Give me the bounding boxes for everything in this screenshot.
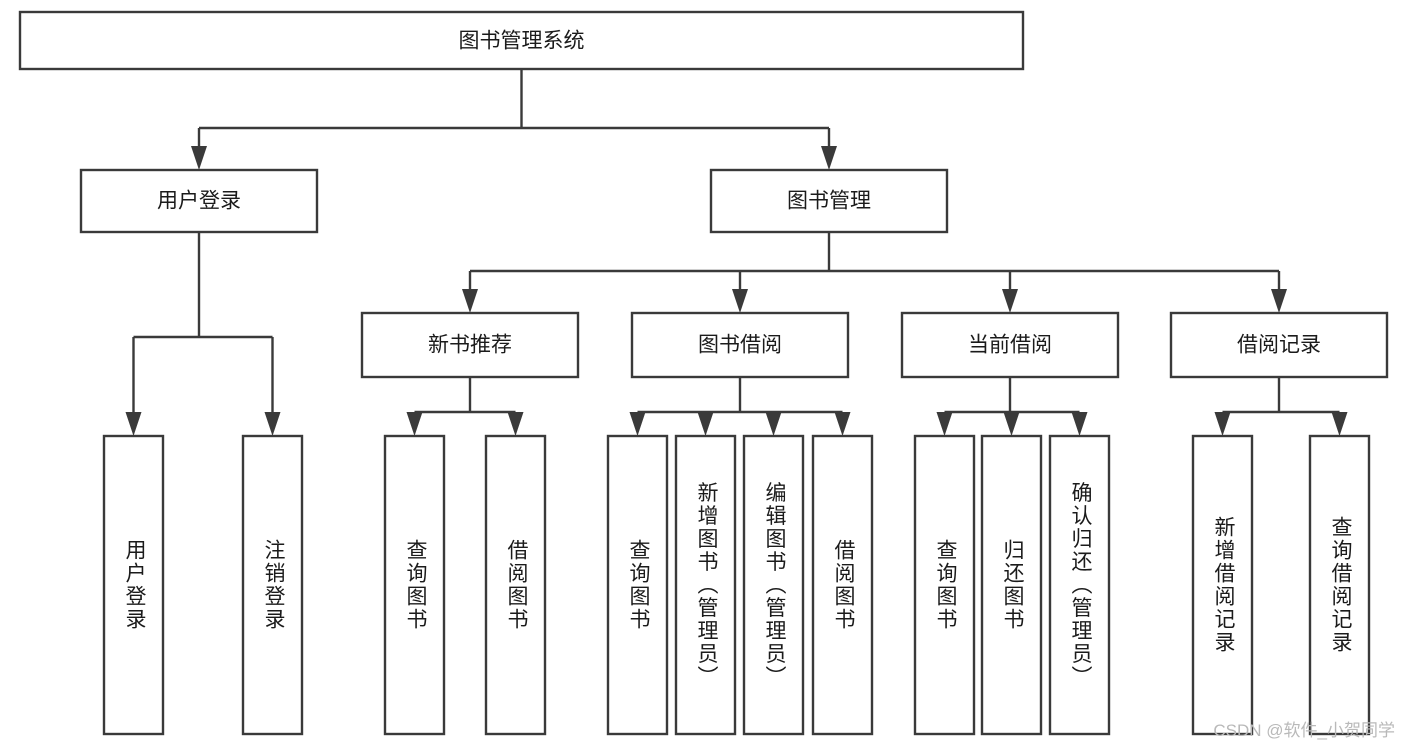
leaf-label: 查询借阅记录	[1329, 516, 1353, 654]
leaf-box[interactable]	[980, 434, 1043, 736]
node-book-borrow[interactable]: 图书借阅	[630, 311, 850, 379]
arrow-head-icon	[191, 146, 207, 170]
leaf-label: 借阅图书	[832, 539, 856, 631]
node-leaf-edit-book-admin[interactable]: 编辑图书（管理员）	[742, 434, 805, 736]
arrow-head-icon	[834, 412, 851, 436]
arrow-head-icon	[765, 412, 782, 436]
leaf-box[interactable]	[1191, 434, 1254, 736]
arrow-head-icon	[1071, 412, 1088, 436]
leaf-label: 归还图书	[1001, 539, 1025, 631]
leaf-box[interactable]	[241, 434, 304, 736]
node-borrow-record[interactable]: 借阅记录	[1169, 311, 1389, 379]
node-leaf-query-book-current[interactable]: 查询图书	[913, 434, 976, 736]
arrow-head-icon	[629, 412, 646, 436]
leaf-box[interactable]	[484, 434, 547, 736]
leaf-box[interactable]	[913, 434, 976, 736]
connector-book-management-to-level3	[462, 232, 1287, 313]
arrow-head-icon	[264, 412, 281, 436]
leaf-box[interactable]	[1308, 434, 1371, 736]
connector-current-borrow-to-leaves	[936, 377, 1088, 436]
leaf-label: 注销登录	[262, 539, 286, 631]
leaf-label: 借阅图书	[505, 539, 529, 631]
node-book-management[interactable]: 图书管理	[709, 168, 949, 234]
arrow-head-icon	[1002, 289, 1018, 313]
leaf-box[interactable]	[102, 434, 165, 736]
node-new-book-recommend[interactable]: 新书推荐	[360, 311, 580, 379]
leaf-box[interactable]	[383, 434, 446, 736]
arrow-head-icon	[507, 412, 524, 436]
arrow-head-icon	[1214, 412, 1231, 436]
node-leaf-query-book-borrow[interactable]: 查询图书	[606, 434, 669, 736]
connector-book-borrow-to-leaves	[629, 377, 851, 436]
leaf-label: 确认归还（管理员）	[1069, 482, 1093, 689]
connector-new-book-recommend-to-leaves	[406, 377, 524, 436]
node-leaf-borrow-book-recommend[interactable]: 借阅图书	[484, 434, 547, 736]
node-leaf-confirm-return-admin[interactable]: 确认归还（管理员）	[1048, 434, 1111, 736]
node-leaf-user-login[interactable]: 用户登录	[102, 434, 165, 736]
node-leaf-query-borrow-record[interactable]: 查询借阅记录	[1308, 434, 1371, 736]
leaf-label: 用户登录	[123, 539, 147, 631]
node-leaf-borrow-book[interactable]: 借阅图书	[811, 434, 874, 736]
arrow-head-icon	[732, 289, 748, 313]
node-root-label: 图书管理系统	[459, 30, 585, 53]
arrow-head-icon	[406, 412, 423, 436]
node-user-login[interactable]: 用户登录	[79, 168, 319, 234]
node-leaf-add-book-admin[interactable]: 新增图书（管理员）	[674, 434, 737, 736]
node-leaf-return-book[interactable]: 归还图书	[980, 434, 1043, 736]
arrow-head-icon	[462, 289, 478, 313]
node-user-login-box[interactable]	[79, 168, 319, 234]
node-root-box[interactable]	[18, 10, 1025, 71]
leaf-box[interactable]	[674, 434, 737, 736]
connector-user-login-to-leaves	[125, 232, 281, 436]
arrow-head-icon	[1003, 412, 1020, 436]
node-book-management-label: 图书管理	[787, 190, 871, 213]
leaf-label: 查询图书	[627, 539, 651, 631]
leaf-box[interactable]	[742, 434, 805, 736]
node-leaf-add-borrow-record[interactable]: 新增借阅记录	[1191, 434, 1254, 736]
node-root[interactable]: 图书管理系统	[18, 10, 1025, 71]
node-current-borrow[interactable]: 当前借阅	[900, 311, 1120, 379]
node-borrow-record-label: 借阅记录	[1237, 334, 1321, 357]
leaf-label: 新增借阅记录	[1212, 516, 1236, 654]
node-current-borrow-label: 当前借阅	[968, 334, 1052, 357]
node-book-borrow-label: 图书借阅	[698, 334, 782, 357]
node-current-borrow-box[interactable]	[900, 311, 1120, 379]
node-leaf-user-logout[interactable]: 注销登录	[241, 434, 304, 736]
node-new-book-recommend-label: 新书推荐	[428, 334, 512, 357]
leaf-label: 查询图书	[934, 539, 958, 631]
arrow-head-icon	[936, 412, 953, 436]
arrow-head-icon	[125, 412, 142, 436]
leaf-label: 查询图书	[404, 539, 428, 631]
arrow-head-icon	[821, 146, 837, 170]
leaf-label: 新增图书（管理员）	[695, 482, 719, 689]
node-borrow-record-box[interactable]	[1169, 311, 1389, 379]
arrow-head-icon	[1331, 412, 1348, 436]
node-user-login-label: 用户登录	[157, 190, 241, 213]
arrow-head-icon	[697, 412, 714, 436]
leaf-box[interactable]	[811, 434, 874, 736]
node-new-book-recommend-box[interactable]	[360, 311, 580, 379]
node-leaf-query-book-recommend[interactable]: 查询图书	[383, 434, 446, 736]
connector-root-to-level2	[191, 69, 837, 170]
leaf-box[interactable]	[1048, 434, 1111, 736]
connector-layer	[125, 69, 1348, 436]
node-book-management-box[interactable]	[709, 168, 949, 234]
node-book-borrow-box[interactable]	[630, 311, 850, 379]
connector-borrow-record-to-leaves	[1214, 377, 1348, 436]
leaf-box[interactable]	[606, 434, 669, 736]
leaf-label: 编辑图书（管理员）	[763, 482, 787, 689]
arrow-head-icon	[1271, 289, 1287, 313]
